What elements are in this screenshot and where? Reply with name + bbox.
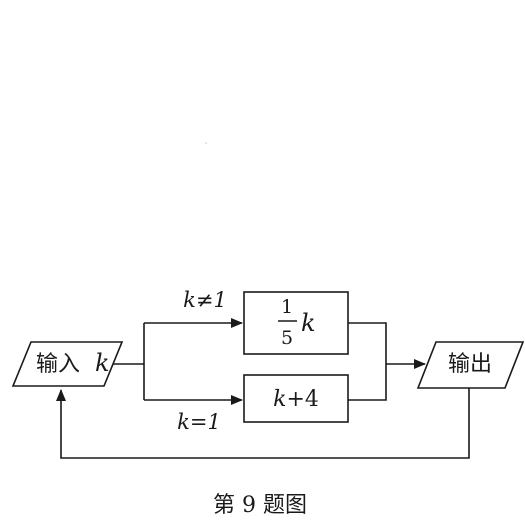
speck-mark [205, 142, 207, 144]
output-parallelogram [416, 341, 525, 389]
fraction-numerator: 1 [281, 296, 293, 318]
connector-merge [348, 322, 387, 401]
box-top-rect [243, 291, 349, 355]
figure-caption: 第 9 题图 [213, 493, 307, 518]
input-label-cn: 输入 [36, 352, 80, 377]
output-node: 输出 [416, 341, 525, 389]
fraction-denominator: 5 [281, 327, 293, 349]
box-bottom-rest: +4 [286, 387, 318, 412]
box-bottom: k+4 [243, 374, 349, 423]
fraction-var: k [301, 309, 316, 337]
box-bottom-var: k [273, 387, 286, 412]
feedback-loop-arrow [56, 388, 470, 459]
box-top: 1 5 k [243, 291, 349, 355]
box-bottom-expr: k+4 [273, 387, 319, 412]
box-bottom-rect [243, 374, 349, 423]
connectors [56, 318, 470, 459]
output-label: 输出 [448, 352, 492, 377]
condition-bottom: k=1 [177, 410, 221, 434]
condition-top: k≠1 [183, 288, 227, 312]
input-parallelogram [11, 341, 124, 387]
input-label-var: k [95, 349, 110, 377]
input-node: 输入 k [11, 341, 124, 387]
